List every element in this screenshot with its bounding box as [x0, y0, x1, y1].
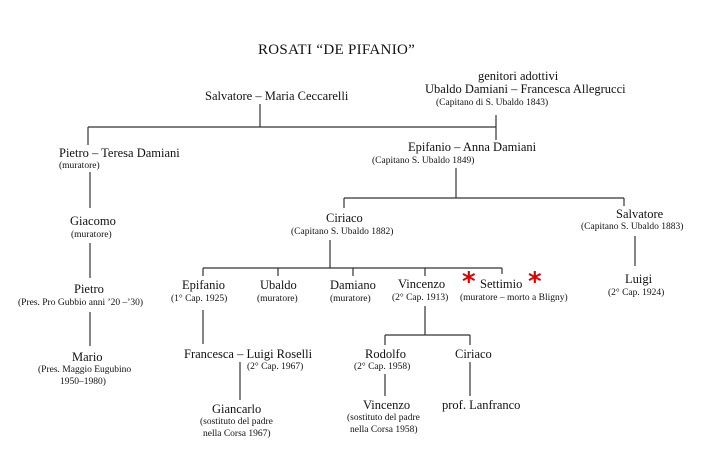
salvatore-maria-name: Salvatore – Maria Ceccarelli [205, 89, 349, 103]
mario-note-2: 1950–1980) [60, 377, 106, 387]
salvatore2-name: Salvatore [616, 207, 664, 221]
giancarlo-name: Giancarlo [212, 402, 262, 416]
rodolfo-name: Rodolfo [365, 347, 406, 361]
ubaldo2-name: Ubaldo [260, 278, 297, 292]
pietro-teresa-note: (muratore) [59, 161, 100, 171]
damiano-name: Damiano [330, 278, 376, 292]
pietro2-name: Pietro [74, 282, 104, 296]
damiano-note: (muratore) [330, 294, 371, 304]
ciriaco2-name: Ciriaco [455, 347, 492, 361]
adoptive-parents-label: genitori adottivi [478, 69, 559, 83]
mario-name: Mario [72, 350, 103, 364]
salvatore2-note: (Capitano S. Ubaldo 1883) [581, 222, 684, 232]
epifanio2-note: (1° Cap. 1925) [171, 294, 228, 304]
ciriaco-note: (Capitano S. Ubaldo 1882) [291, 227, 394, 237]
epifanio-anna-name: Epifanio – Anna Damiani [408, 140, 537, 154]
luigi-name: Luigi [625, 272, 653, 286]
lanfranco-name: prof. Lanfranco [442, 398, 521, 412]
ubaldo-francesca-note: (Capitano di S. Ubaldo 1843) [436, 98, 549, 108]
epifanio-anna-note: (Capitano S. Ubaldo 1849) [372, 156, 475, 166]
ciriaco-name: Ciriaco [326, 211, 363, 225]
francesca-luigi-name: Francesca – Luigi Roselli [184, 347, 313, 361]
vincenzo-note: (2° Cap. 1913) [392, 293, 449, 303]
ubaldo2-note: (muratore) [257, 294, 298, 304]
giancarlo-note-2: nella Corsa 1967) [203, 429, 271, 439]
rodolfo-note: (2° Cap. 1958) [354, 362, 411, 372]
luigi-note: (2° Cap. 1924) [608, 288, 665, 298]
vincenzo2-name: Vincenzo [363, 398, 411, 412]
page-title: ROSATI “DE PIFANIO” [258, 42, 416, 58]
giacomo-name: Giacomo [70, 214, 116, 228]
ubaldo-francesca-name: Ubaldo Damiani – Francesca Allegrucci [425, 82, 626, 96]
giancarlo-note-1: (sostituto del padre [200, 417, 273, 427]
settimio-note: (muratore – morto a Bligny) [460, 293, 568, 303]
mario-note-1: (Pres. Maggio Eugubino [38, 365, 132, 375]
giacomo-note: (muratore) [71, 230, 112, 240]
settimio-star-left-icon: * [462, 267, 476, 297]
francesca-luigi-note: (2° Cap. 1967) [247, 362, 304, 372]
pietro-teresa-name: Pietro – Teresa Damiani [59, 146, 180, 160]
vincenzo-name: Vincenzo [398, 277, 446, 291]
vincenzo2-note-1: (sostituto del padre [347, 413, 420, 423]
settimio-star-right-icon: * [528, 267, 542, 297]
pietro2-note: (Pres. Pro Gubbio anni ’20 –’30) [18, 298, 144, 308]
epifanio2-name: Epifanio [182, 278, 226, 292]
settimio-name: Settimio [480, 277, 523, 291]
vincenzo2-note-2: nella Corsa 1958) [350, 425, 418, 435]
